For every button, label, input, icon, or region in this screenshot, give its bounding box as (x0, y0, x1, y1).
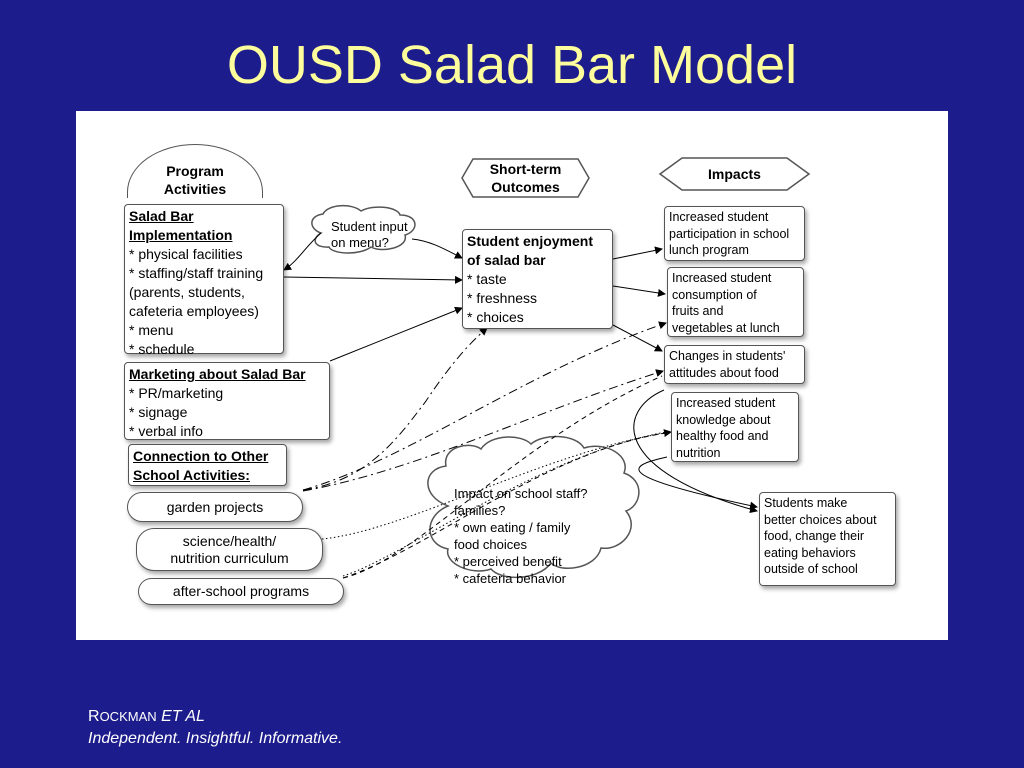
after-school-programs-pill: after-school programs (138, 578, 344, 605)
science-curriculum-pill: science/health/ nutrition curriculum (136, 528, 323, 571)
student-enjoyment-box: Student enjoyment of salad bar * taste *… (462, 229, 613, 329)
garden-projects-pill: garden projects (127, 492, 303, 522)
diagram-panel: Program Activities Short-term Outcomes I… (76, 111, 948, 640)
impact-knowledge-box: Increased student knowledge about health… (671, 392, 799, 462)
salad-bar-implementation-box: Salad Bar Implementation * physical faci… (124, 204, 284, 357)
short-term-outcomes-hexagon (461, 158, 590, 198)
staff-impact-cloud (427, 435, 640, 579)
marketing-box: Marketing about Salad Bar * PR/marketing… (124, 362, 330, 440)
short-term-outcomes-header: Short-term Outcomes (489, 161, 562, 195)
footer-tagline: Independent. Insightful. Informative. (88, 730, 343, 747)
connection-school-activities-box: Connection to Other School Activities: (128, 444, 287, 486)
impact-participation-box: Increased student participation in schoo… (664, 206, 805, 261)
impact-consumption-box: Increased student consumption of fruits … (667, 267, 804, 337)
impact-better-choices-box: Students make better choices about food,… (759, 492, 896, 586)
connector-lines (283, 157, 811, 579)
program-activities-header: Program Activities (127, 144, 263, 198)
student-input-label: Student input on menu? (331, 219, 408, 250)
impact-attitudes-box: Changes in students' attitudes about foo… (664, 345, 805, 384)
slide-title: OUSD Salad Bar Model (226, 35, 798, 95)
footer: ROCKMAN ET AL Independent. Insightful. I… (88, 706, 342, 750)
staff-impact-label: Impact on school staff? families? * own … (454, 486, 588, 586)
impacts-hexagon (658, 157, 811, 191)
impacts-header: Impacts (708, 166, 761, 182)
footer-brand: ROCKMAN ET AL (88, 708, 205, 725)
student-input-cloud (311, 205, 416, 254)
